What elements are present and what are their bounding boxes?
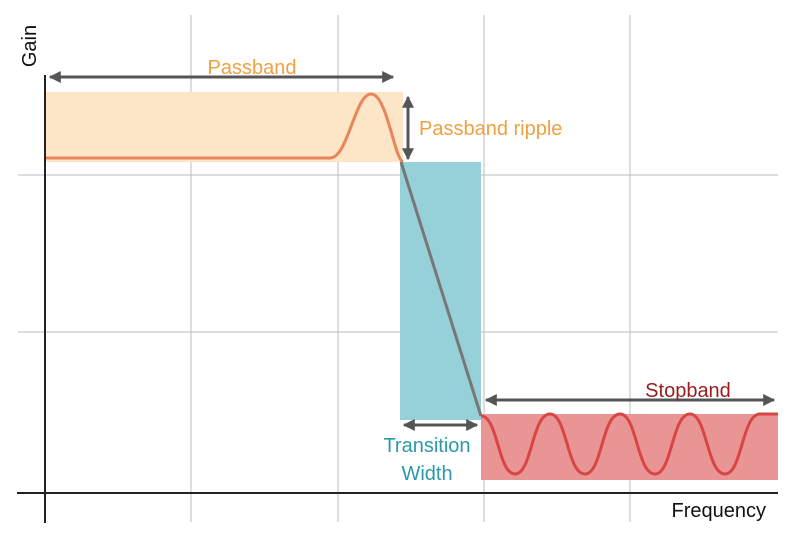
y-axis-label: Gain	[19, 25, 41, 67]
arrows	[48, 71, 776, 431]
transition-label-line2: Width	[401, 463, 452, 485]
stopband-label: Stopband	[645, 380, 731, 402]
x-axis-label: Frequency	[672, 500, 767, 522]
transition-slope	[399, 161, 483, 417]
axes	[17, 75, 778, 523]
stopband-curve	[480, 412, 778, 476]
passband-ripple-label: Passband ripple	[419, 118, 562, 140]
transition-label-line1: Transition	[383, 435, 470, 457]
passband-curve	[45, 92, 405, 164]
passband-label: Passband	[208, 57, 297, 79]
passband-region	[45, 92, 403, 162]
